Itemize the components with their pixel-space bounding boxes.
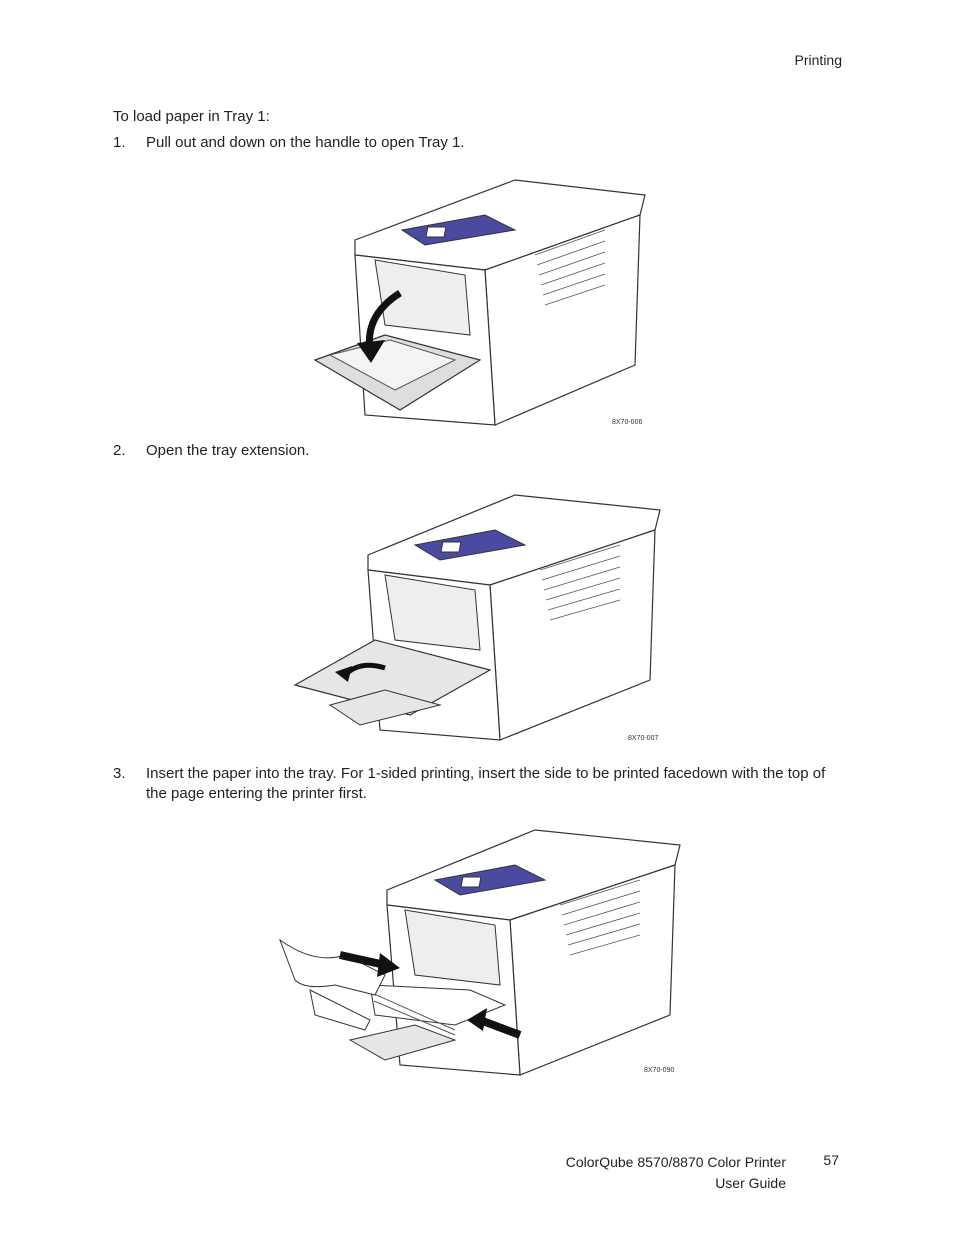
step-number: 3.: [113, 765, 126, 782]
figure-code: 8X70-007: [628, 735, 659, 742]
intro-text: To load paper in Tray 1:: [113, 108, 270, 125]
step-text: Insert the paper into the tray. For 1-si…: [146, 765, 826, 802]
footer-product: ColorQube 8570/8870 Color Printer: [565, 1154, 786, 1170]
running-header: Printing: [794, 52, 842, 68]
figure-code: 8X70-090: [644, 1067, 675, 1074]
figure-code: 8X70-006: [612, 419, 643, 426]
footer-title: ColorQube 8570/8870 Color Printer User G…: [566, 1152, 786, 1194]
step-text: Open the tray extension.: [146, 442, 310, 459]
footer-doc: User Guide: [715, 1175, 786, 1191]
step-number: 2.: [113, 442, 126, 459]
printer-figure-insert-paper: [275, 825, 685, 1080]
printer-figure-tray-extension: [290, 490, 665, 745]
page-number: 57: [823, 1152, 839, 1168]
printer-figure-open-tray: [305, 175, 655, 435]
step-text: Pull out and down on the handle to open …: [146, 134, 465, 151]
step-number: 1.: [113, 134, 126, 151]
